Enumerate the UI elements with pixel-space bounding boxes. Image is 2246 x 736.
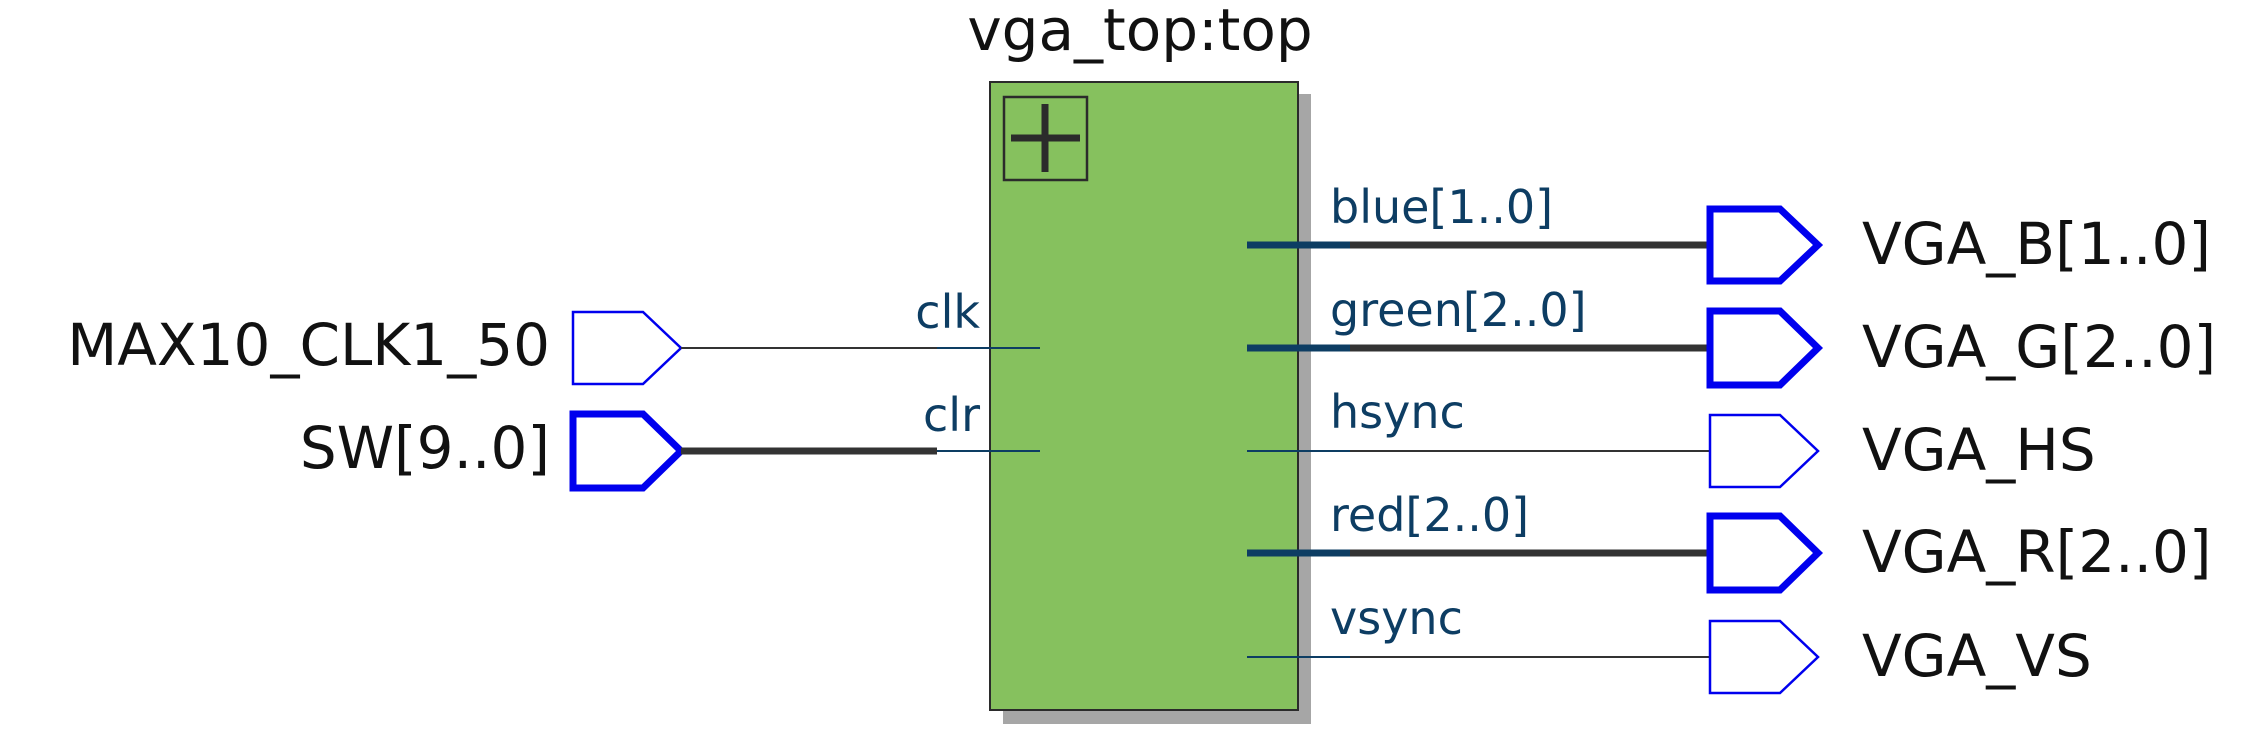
- output-pin-vga-vs[interactable]: [1708, 619, 1820, 695]
- pin-label-max10-clk1-50: MAX10_CLK1_50: [67, 311, 550, 379]
- output-pin-vga-hs[interactable]: [1708, 413, 1820, 489]
- pin-label-vga-b: VGA_B[1..0]: [1862, 210, 2211, 278]
- port-label-vsync: vsync: [1330, 591, 1463, 645]
- plus-icon[interactable]: [1002, 95, 1089, 182]
- vga-top-block[interactable]: [989, 81, 1299, 711]
- input-pin-sw[interactable]: [569, 410, 687, 492]
- pin-label-vga-g: VGA_G[2..0]: [1862, 313, 2216, 381]
- output-pin-vga-g[interactable]: [1706, 307, 1824, 389]
- pin-label-vga-r: VGA_R[2..0]: [1862, 518, 2212, 586]
- input-pin-max10-clk1-50[interactable]: [571, 310, 683, 386]
- port-label-clr: clr: [923, 388, 980, 442]
- port-label-green: green[2..0]: [1330, 283, 1587, 337]
- port-label-red: red[2..0]: [1330, 488, 1529, 542]
- pin-label-vga-vs: VGA_VS: [1862, 622, 2092, 690]
- pin-label-sw: SW[9..0]: [300, 414, 550, 482]
- pin-label-vga-hs: VGA_HS: [1862, 416, 2096, 484]
- port-label-blue: blue[1..0]: [1330, 180, 1553, 234]
- block-title: vga_top:top: [967, 0, 1312, 64]
- output-pin-vga-r[interactable]: [1706, 512, 1824, 594]
- port-label-clk: clk: [915, 285, 980, 339]
- port-label-hsync: hsync: [1330, 385, 1465, 439]
- output-pin-vga-b[interactable]: [1706, 205, 1824, 285]
